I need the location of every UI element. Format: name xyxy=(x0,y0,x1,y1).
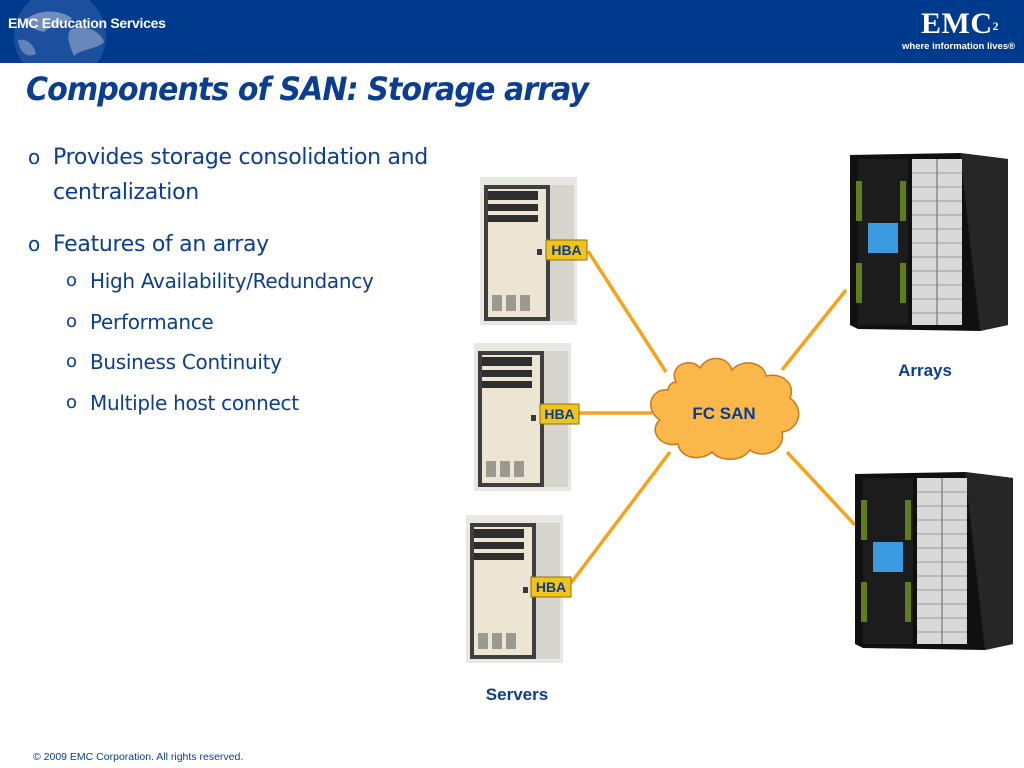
hba-badge: HBA xyxy=(545,239,588,261)
sub-bullet-text: Performance xyxy=(90,309,214,334)
sub-bullet-text: High Availability/Redundancy xyxy=(90,269,374,293)
sub-bullet-item: o Multiple host connect xyxy=(28,389,508,417)
emc-logo-mark: EMC2 xyxy=(921,7,999,40)
arrays-label: Arrays xyxy=(898,361,952,380)
bullet-text: Features of an array xyxy=(53,232,269,257)
storage-array-rack-icon xyxy=(854,471,1014,651)
link-array-1 xyxy=(780,288,848,372)
bullet-marker: o xyxy=(28,145,40,169)
storage-array-rack-icon xyxy=(849,152,1009,332)
fc-links xyxy=(569,250,857,585)
link-array-2 xyxy=(785,450,857,527)
sub-bullet-marker: o xyxy=(66,351,77,372)
bullet-text: Provides storage consolidation and centr… xyxy=(53,145,428,205)
hba-label: HBA xyxy=(544,406,574,422)
sub-bullet-marker: o xyxy=(66,270,77,291)
sub-bullet-item: o Business Continuity xyxy=(28,348,508,376)
bullet-list: o Provides storage consolidation and cen… xyxy=(28,140,508,429)
copyright-footer: © 2009 EMC Corporation. All rights reser… xyxy=(33,751,244,763)
sub-bullet-marker: o xyxy=(66,391,77,413)
emc-logo-tagline: where information lives® xyxy=(902,41,1016,52)
education-services-brand: EMC Education Services xyxy=(8,15,166,31)
bullet-item: o Features of an array xyxy=(28,227,508,262)
sub-bullet-item: o High Availability/Redundancy xyxy=(28,267,508,295)
sub-bullet-item: o Performance xyxy=(28,308,508,336)
sub-bullet-marker: o xyxy=(66,310,77,332)
bullet-item: o Provides storage consolidation and cen… xyxy=(28,140,508,210)
link-server-1 xyxy=(586,250,668,373)
hba-badge: HBA xyxy=(539,403,580,425)
hba-label: HBA xyxy=(551,242,581,258)
slide-title: Components of SAN: Storage array xyxy=(26,70,589,108)
emc-logo: EMC2 where information lives® xyxy=(902,7,1015,53)
cloud-icon: FC SAN xyxy=(650,357,800,460)
hba-label: HBA xyxy=(536,579,566,595)
sub-bullet-text: Multiple host connect xyxy=(90,390,299,415)
fc-san-label: FC SAN xyxy=(692,404,755,423)
bullet-marker: o xyxy=(28,232,40,256)
hba-badge: HBA xyxy=(530,576,572,598)
link-server-3 xyxy=(569,450,672,585)
servers-label: Servers xyxy=(486,685,548,704)
sub-bullet-text: Business Continuity xyxy=(90,350,282,374)
globe-icon xyxy=(14,0,106,63)
header-bar: EMC Education Services EMC2 where inform… xyxy=(0,0,1024,63)
